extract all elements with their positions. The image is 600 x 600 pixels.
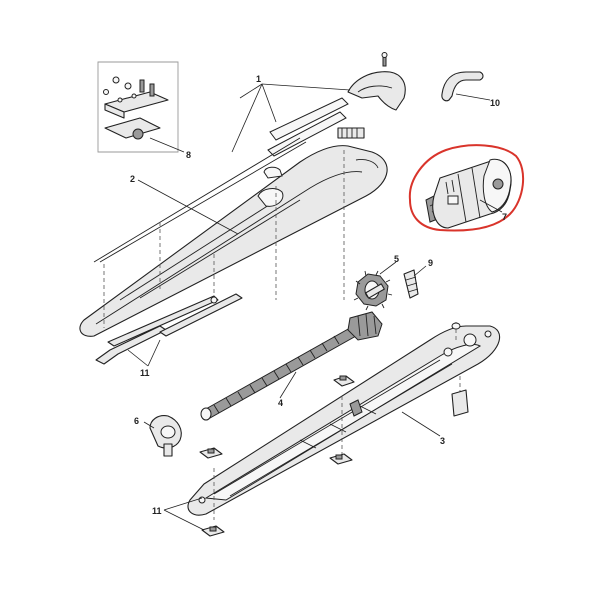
part-7-motor — [408, 144, 525, 232]
part-6-limit-cam — [143, 415, 182, 457]
callout-5: 5 — [394, 254, 399, 264]
part-8-bracket-kit — [97, 61, 185, 153]
part-10-release-key — [441, 71, 491, 102]
part-11-plates-lower — [163, 375, 355, 537]
callout-3: 3 — [440, 436, 445, 446]
callout-11-lower: 11 — [152, 506, 162, 516]
callout-9: 9 — [428, 258, 433, 268]
callout-4: 4 — [278, 398, 283, 408]
part-1-top-cover — [93, 52, 406, 263]
callout-8: 8 — [186, 150, 191, 160]
callout-7: 7 — [502, 212, 507, 222]
callout-11-upper: 11 — [140, 368, 150, 378]
callout-2: 2 — [130, 174, 135, 184]
part-2-upper-housing — [79, 145, 388, 337]
part-9-pin — [403, 265, 427, 299]
part-5-gear — [353, 261, 397, 311]
callout-10: 10 — [490, 98, 500, 108]
part-11-slide-brackets-upper — [95, 293, 243, 367]
part-4-worm-screw — [200, 311, 383, 421]
part-7-highlight-outline — [408, 144, 525, 232]
callout-6: 6 — [134, 416, 139, 426]
callout-1: 1 — [256, 74, 261, 84]
part-3-lower-housing — [187, 322, 501, 520]
